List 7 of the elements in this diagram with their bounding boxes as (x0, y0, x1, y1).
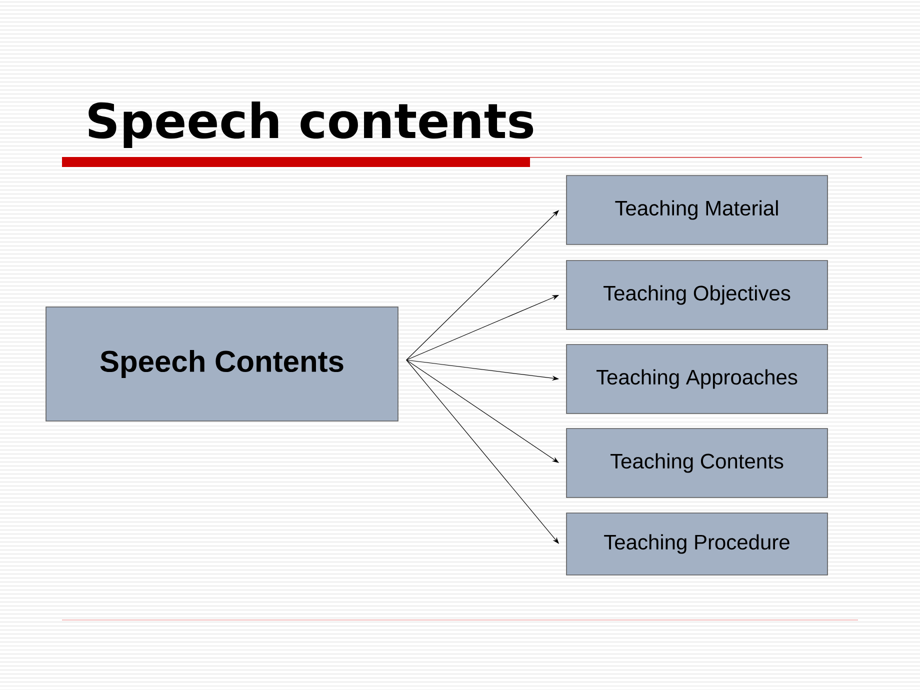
subtopic-box: Teaching Objectives (566, 260, 828, 330)
title: Speech contents (88, 102, 534, 148)
subtopic-box: Teaching Contents (566, 428, 828, 498)
topic-box: Speech Contents (46, 306, 398, 422)
subtopic-box: Teaching Material (566, 175, 828, 245)
subtopic-box: Teaching Approaches (566, 344, 828, 414)
subtopic-box: Teaching Procedure (566, 512, 828, 576)
